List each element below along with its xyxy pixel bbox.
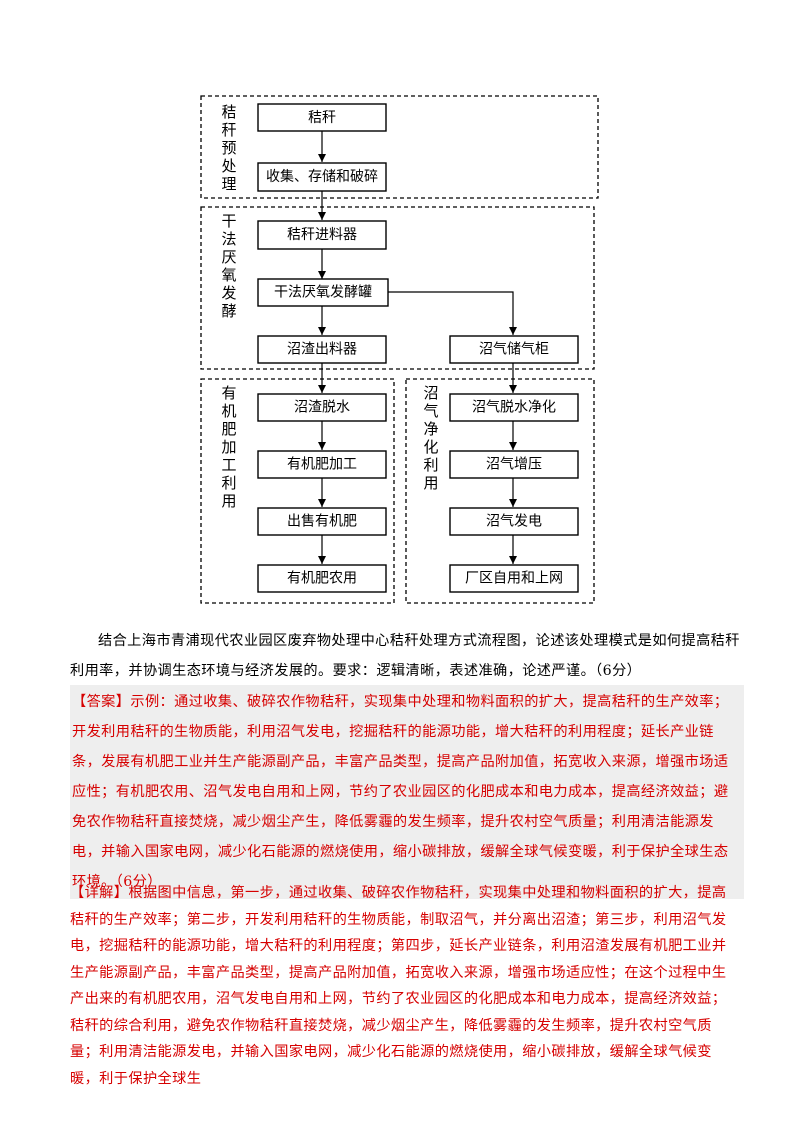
arrow	[388, 291, 517, 335]
box-tank: 干法厌氧发酵罐	[274, 285, 372, 301]
answer-block: 【答案】示例：通过收集、破碎农作物秸秆，实现集中处理和物料面积的扩大，提高秸秆的…	[70, 685, 744, 899]
box-feeder: 秸秆进料器	[287, 227, 357, 243]
box-grid: 厂区自用和上网	[465, 571, 563, 587]
answer-text: 示例：通过收集、破碎农作物秸秆，实现集中处理和物料面积的扩大，提高秸秆的生产效率…	[72, 694, 729, 890]
section-dry-frame	[200, 206, 595, 370]
box-fert-use: 有机肥农用	[287, 571, 357, 587]
section-label-gas: 沼气净化利用	[423, 384, 438, 492]
section-fert-frame	[200, 378, 395, 604]
box-boost: 沼气增压	[486, 457, 542, 473]
section-label-fert: 有机肥加工利用	[221, 384, 236, 510]
section-label-pre: 秸秆预处理	[221, 103, 236, 193]
section-label-dry: 干法厌氧发酵	[221, 212, 236, 320]
box-gas-store: 沼气储气柜	[479, 342, 549, 358]
answer-tag: 【答案】	[72, 694, 131, 710]
box-residue-out: 沼渣出料器	[287, 342, 357, 358]
box-sell: 出售有机肥	[287, 514, 357, 530]
box-dewater: 沼渣脱水	[294, 400, 350, 416]
detail-text: 根据图中信息，第一步，通过收集、破碎农作物秸秆，实现集中处理和物料面积的扩大，提…	[70, 885, 727, 1087]
box-fert-process: 有机肥加工	[287, 457, 357, 473]
question-text: 结合上海市青浦现代农业园区废弃物处理中心秸秆处理方式流程图，论述该处理模式是如何…	[70, 633, 740, 679]
box-straw: 秸秆	[308, 110, 336, 126]
section-gas-frame	[405, 378, 595, 604]
section-pre-frame	[200, 95, 599, 199]
flowchart: 秸秆预处理 干法厌氧发酵 有机肥加工利用 沼气净化利用	[200, 95, 599, 604]
box-collect: 收集、存储和破碎	[266, 168, 378, 185]
box-purify: 沼气脱水净化	[472, 400, 556, 416]
box-power: 沼气发电	[486, 514, 542, 530]
detail-block: 【详解】根据图中信息，第一步，通过收集、破碎农作物秸秆，实现集中处理和物料面积的…	[70, 880, 740, 1092]
detail-tag: 【详解】	[70, 885, 129, 901]
